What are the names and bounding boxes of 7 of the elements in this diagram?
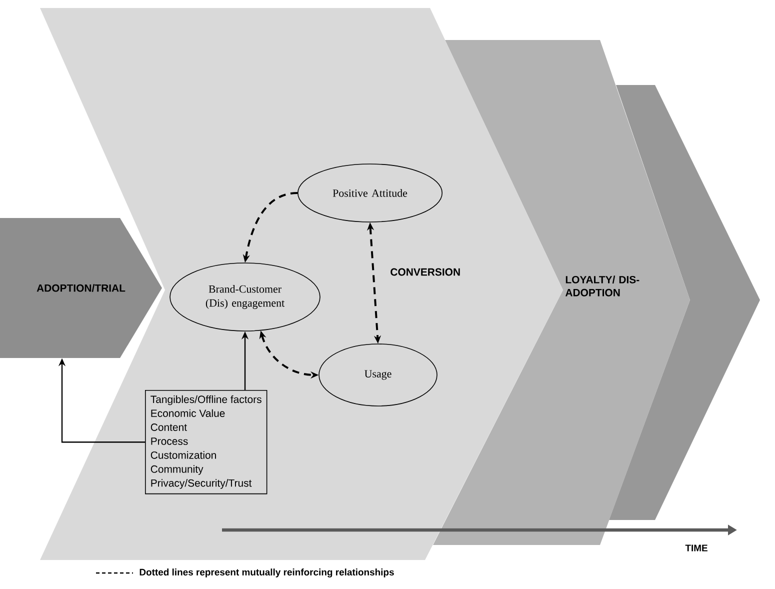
chevron-label: ADOPTION/TRIAL xyxy=(0,218,162,358)
ellipse-node: Usage xyxy=(318,344,438,406)
factor-list-box: Tangibles/Offline factors Economic Value Content Process Customization Community Privacy/Security/Trust xyxy=(145,390,268,494)
ellipse-node: Positive Attitude xyxy=(297,164,443,222)
legend-text: Dotted lines represent mutually reinforcing relationships xyxy=(140,568,394,578)
ellipse-node: Brand-Customer (Dis) engagement xyxy=(170,262,320,332)
axis-label: TIME xyxy=(685,544,708,552)
